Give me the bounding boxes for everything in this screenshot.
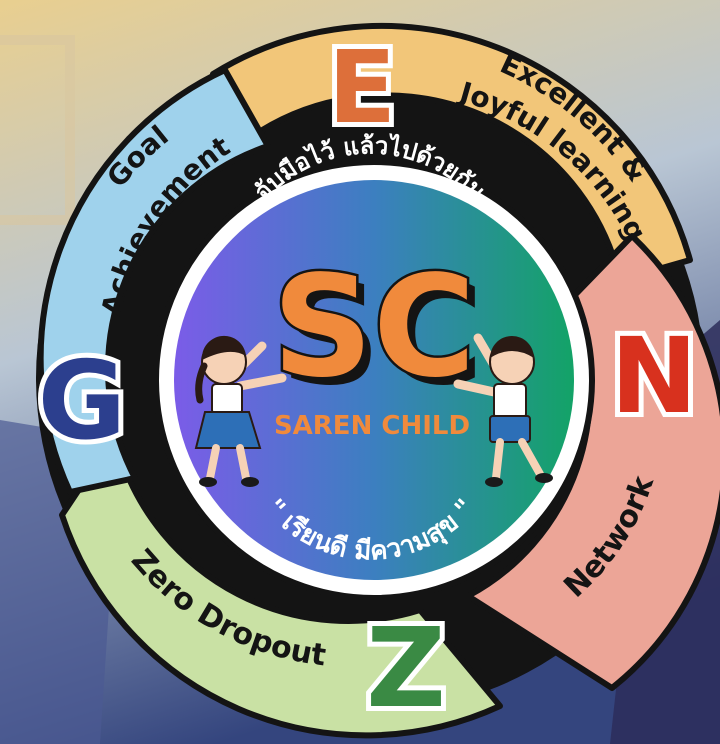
- boy-student-icon: [453, 333, 553, 487]
- center-circle: [174, 180, 574, 580]
- letter-n: N: [610, 315, 697, 437]
- letter-z: Z: [366, 604, 446, 732]
- sc-logo-shadow: SC: [280, 254, 484, 417]
- segment-z: [59, 452, 503, 739]
- segment-e: [210, 22, 693, 283]
- background-frame-decoration: [0, 35, 75, 225]
- segment-g: [37, 67, 271, 495]
- letter-e: E: [328, 29, 396, 146]
- school-name: SAREN CHILD: [274, 411, 470, 441]
- girl-student-icon: [194, 335, 287, 487]
- sc-logo-text: SC: [272, 246, 476, 409]
- letter-g: G: [38, 339, 127, 464]
